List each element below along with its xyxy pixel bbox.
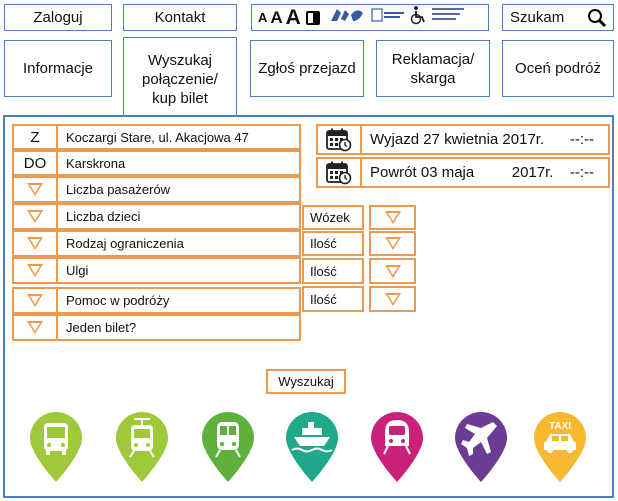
restriction-select[interactable]: Rodzaj ograniczenia: [12, 230, 301, 257]
from-prefix: Z: [14, 126, 58, 148]
deaf-info-icon[interactable]: [370, 5, 406, 30]
chevron-down-icon: [384, 292, 401, 306]
departure-time[interactable]: --:--: [569, 131, 594, 148]
chevron-down-icon: [384, 264, 401, 278]
assistance-select[interactable]: Pomoc w podróży: [12, 287, 301, 314]
nav-rate-label: Oceń podróż: [515, 60, 601, 77]
taxi-pin-icon[interactable]: TAXI: [530, 410, 590, 484]
nav-report-trip[interactable]: Zgłoś przejazd: [250, 40, 364, 97]
children-label: Liczba dzieci: [66, 209, 141, 224]
login-label: Zaloguj: [33, 9, 83, 26]
contact-button[interactable]: Kontakt: [123, 4, 237, 31]
font-size-small-button[interactable]: A: [258, 10, 268, 25]
nav-rate-trip[interactable]: Oceń podróż: [502, 40, 614, 97]
children-select[interactable]: Liczba dzieci: [12, 203, 301, 230]
single-ticket-label: Jeden bilet?: [66, 320, 137, 335]
quantity-dropdown-1[interactable]: [369, 231, 416, 256]
font-size-medium-button[interactable]: A: [270, 7, 283, 27]
nav-information-label: Informacje: [22, 60, 94, 77]
from-value: Koczargi Stare, ul. Akacjowa 47: [66, 129, 249, 145]
chevron-down-icon: [27, 264, 43, 277]
accessibility-toolbar: A A A: [251, 4, 489, 31]
nav-search-label-3: kup bilet: [152, 90, 208, 107]
single-ticket-select[interactable]: Jeden bilet?: [12, 314, 301, 341]
discounts-select[interactable]: Ulgi: [12, 257, 301, 284]
nav-search-label-1: Wyszukaj: [147, 52, 213, 69]
nav-complaint[interactable]: Reklamacja/ skarga: [376, 40, 490, 97]
search-button[interactable]: Szukam: [502, 4, 614, 31]
quantity-dropdown-3[interactable]: [369, 286, 416, 312]
chevron-down-icon: [384, 211, 401, 224]
quantity-label-2: Ilość: [310, 263, 337, 279]
contact-label: Kontakt: [154, 9, 206, 26]
plane-pin-icon[interactable]: [451, 410, 511, 484]
departure-date-label: Wyjazd 27 kwietnia 2017r.: [370, 131, 545, 148]
quantity-field-2: Ilość: [302, 258, 364, 284]
ferry-pin-icon[interactable]: [282, 410, 342, 484]
to-prefix: DO: [14, 152, 58, 174]
return-date-label: Powrót 03 maja 2017r.: [370, 164, 554, 181]
departure-date-field[interactable]: Wyjazd 27 kwietnia 2017r. --:--: [316, 124, 610, 155]
submit-search-label: Wyszukaj: [278, 374, 334, 389]
chevron-down-icon: [27, 237, 43, 250]
magnifier-icon: [587, 8, 607, 32]
to-value: Karskrona: [66, 155, 126, 171]
return-time[interactable]: --:--: [569, 164, 594, 181]
assistance-label: Pomoc w podróży: [66, 293, 170, 308]
chevron-down-icon: [384, 237, 401, 250]
to-field[interactable]: DO Karskrona: [12, 150, 301, 176]
chevron-down-icon: [27, 294, 43, 307]
quantity-label-1: Ilość: [310, 236, 337, 251]
contrast-icon[interactable]: [305, 10, 320, 25]
quantity-dropdown-2[interactable]: [369, 258, 416, 284]
stroller-dropdown[interactable]: [369, 205, 416, 230]
passengers-select[interactable]: Liczba pasażerów: [12, 176, 301, 203]
tram-pin-icon[interactable]: [112, 410, 172, 484]
train-pin-icon[interactable]: [198, 410, 258, 484]
taxi-label: TAXI: [548, 421, 572, 432]
nav-report-label: Zgłoś przejazd: [258, 60, 356, 77]
login-button[interactable]: Zaloguj: [4, 4, 112, 31]
nav-complaint-label-1: Reklamacja/: [391, 50, 475, 68]
calendar-icon[interactable]: [318, 126, 362, 153]
from-field[interactable]: Z Koczargi Stare, ul. Akacjowa 47: [12, 124, 301, 150]
chevron-down-icon: [27, 321, 43, 334]
wheelchair-icon[interactable]: [409, 5, 427, 30]
quantity-label-3: Ilość: [310, 291, 337, 307]
sign-language-icon[interactable]: [327, 5, 367, 30]
nav-complaint-label-2: skarga: [410, 69, 456, 87]
chevron-down-icon: [27, 183, 43, 196]
quantity-field-3: Ilość: [302, 286, 364, 312]
stroller-label: Wózek: [310, 210, 350, 225]
rail-pin-icon[interactable]: [367, 410, 427, 484]
restriction-label: Rodzaj ograniczenia: [66, 236, 184, 251]
search-label: Szukam: [510, 9, 565, 26]
passengers-label: Liczba pasażerów: [66, 182, 171, 197]
calendar-icon[interactable]: [318, 159, 362, 186]
quantity-field-1: Ilość: [302, 231, 364, 256]
chevron-down-icon: [27, 210, 43, 223]
bus-pin-icon[interactable]: [26, 410, 86, 484]
discounts-label: Ulgi: [66, 263, 89, 278]
font-size-large-button[interactable]: A: [285, 5, 301, 29]
nav-search-buy-ticket[interactable]: Wyszukaj połączenie/ kup bilet: [123, 37, 237, 117]
barrier-free-site-icon[interactable]: [430, 5, 466, 30]
nav-information[interactable]: Informacje: [4, 40, 112, 97]
return-date-field[interactable]: Powrót 03 maja 2017r. --:--: [316, 157, 610, 188]
stroller-field: Wózek: [302, 205, 364, 230]
submit-search-button[interactable]: Wyszukaj: [266, 369, 346, 394]
nav-search-label-2: połączenie/: [142, 71, 218, 88]
